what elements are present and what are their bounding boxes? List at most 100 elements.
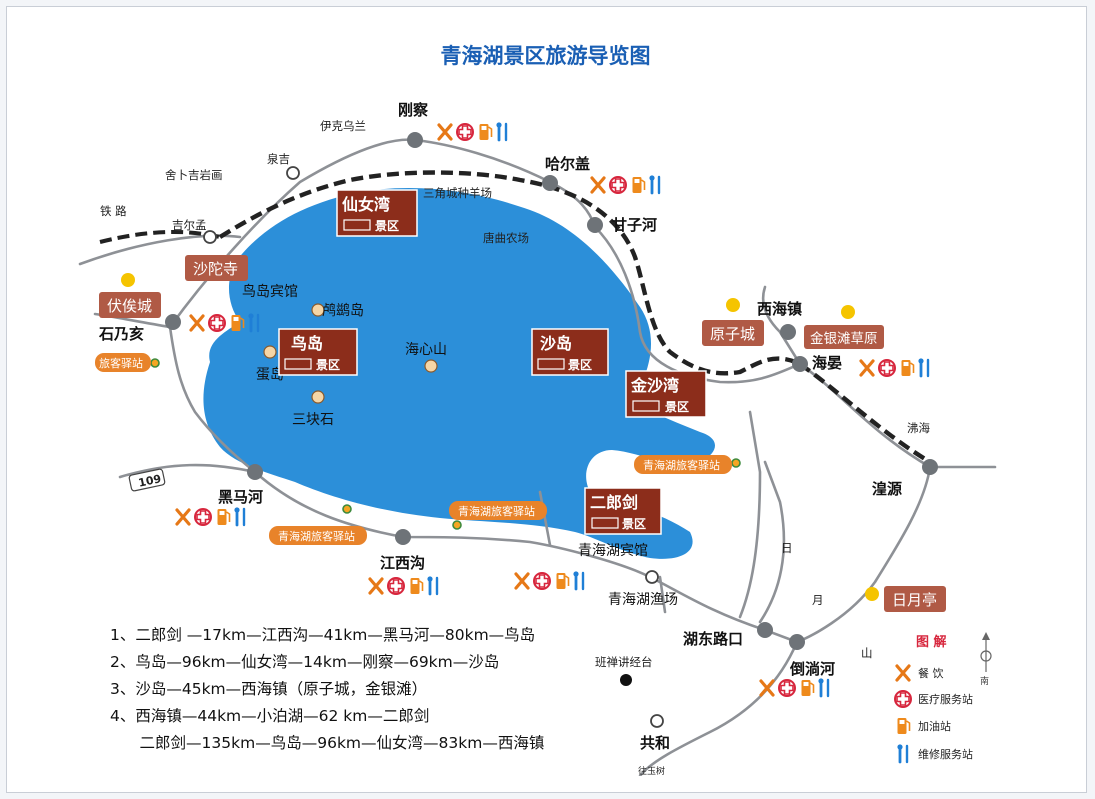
scenic-shadao-sub: 景区 <box>568 358 592 372</box>
station-marker-4 <box>731 458 741 468</box>
attraction-riyueting: 日月亭 <box>884 586 946 612</box>
compass-icon: 南 <box>980 632 992 687</box>
label-shebujiyanhua: 舍卜吉岩画 <box>165 168 223 182</box>
town-node-shinaihai <box>165 314 181 330</box>
town-node-jiangxigou <box>395 529 411 545</box>
scenic-erlangjian-sub: 景区 <box>622 517 646 531</box>
town-node-haergai <box>542 175 558 191</box>
town-node-ganzihe <box>587 217 603 233</box>
sun-marker-riyueting <box>865 587 879 601</box>
station-marker-2 <box>342 504 352 514</box>
station-badge-5: 旅客驿站 <box>95 353 151 372</box>
label-tangqunongchang: 唐曲农场 <box>483 231 529 245</box>
station-badge-3: 青海湖旅客驿站 <box>634 455 732 474</box>
road-109-shield: 109 <box>128 468 166 492</box>
station-badge-2: 青海湖旅客驿站 <box>449 501 547 520</box>
services-gangcha <box>439 122 506 140</box>
label-hudonglukou: 湖东路口 <box>683 630 743 648</box>
services-haihu <box>516 571 583 589</box>
town-node-yuchang <box>645 570 659 584</box>
label-heimahe: 黑马河 <box>218 488 263 506</box>
label-jierxiao: 吉尔孟 <box>172 218 207 232</box>
label-yikewulan: 伊克乌兰 <box>320 119 366 133</box>
label-huangyuan: 湟源 <box>872 480 902 498</box>
legend-title: 图 解 <box>916 634 947 650</box>
station-markers <box>150 358 741 530</box>
label-quanji: 泉吉 <box>267 152 290 166</box>
services-daotanghe <box>761 678 828 696</box>
scenic-shadao: 沙岛 景区 <box>531 328 609 376</box>
scenic-shadao-name: 沙岛 <box>540 334 572 353</box>
services-jiangxigou <box>370 576 437 594</box>
island-dandao <box>263 345 277 359</box>
legend-label-0: 餐 饮 <box>918 666 944 680</box>
town-node-haiyan <box>792 356 808 372</box>
label-ganzihe: 甘子河 <box>612 216 657 234</box>
services-haiyan <box>861 358 928 376</box>
compass-label: 南 <box>980 675 989 687</box>
station-marker-1 <box>150 358 160 368</box>
scenic-jinshawan-name: 金沙湾 <box>630 376 679 395</box>
scenic-niaodao-sub: 景区 <box>316 358 340 372</box>
station-badge-2-label: 青海湖旅客驿站 <box>458 504 535 518</box>
town-node-huangyuan <box>922 459 938 475</box>
sun-marker-yuanzicheng <box>726 298 740 312</box>
sun-marker-jinyintan <box>841 305 855 319</box>
label-gonghe: 共和 <box>640 734 670 752</box>
map-card: 青海湖景区旅游导览图 <box>60 32 1031 776</box>
scenic-jinshawan-sub: 景区 <box>665 400 689 414</box>
station-badge-5-label: 旅客驿站 <box>99 356 143 370</box>
services-haergai <box>592 175 659 193</box>
sun-marker-fuhoucheng <box>121 273 135 287</box>
label-qinghaihuyuchang: 青海湖渔场 <box>608 592 678 608</box>
town-node-gangcha <box>407 132 423 148</box>
label-daotanghe: 倒淌河 <box>789 660 835 678</box>
label-haiyan: 海晏 <box>812 354 842 372</box>
label-sankuaishi: 三块石 <box>292 412 334 428</box>
town-node-hudonglukou <box>757 622 773 638</box>
island-sankuaishi <box>311 390 325 404</box>
town-node-xihaizhen <box>780 324 796 340</box>
attraction-fuhoucheng: 伏俟城 <box>99 292 161 318</box>
attraction-jinyintan-label: 金银滩草原 <box>810 331 878 347</box>
town-node-heimahe <box>247 464 263 480</box>
railway <box>218 170 801 376</box>
attraction-fuhoucheng-label: 伏俟城 <box>107 297 152 315</box>
attraction-yuanzicheng-label: 原子城 <box>710 325 755 343</box>
label-ri: 日 <box>781 541 793 555</box>
map-canvas: 刚察 哈尔盖 甘子河 西海镇 海晏 湟源 黑马河 江西沟 石乃亥 倒淌河 湖东路… <box>78 101 997 776</box>
route-line-2: 2、鸟岛—96km—仙女湾—14km—刚察—69km—沙岛 <box>110 653 500 671</box>
scenic-niaodao: 鸟岛 景区 <box>278 328 358 376</box>
label-feihai: 沸海 <box>907 421 930 435</box>
attraction-yuanzicheng: 原子城 <box>702 320 764 346</box>
station-badge-3-label: 青海湖旅客驿站 <box>643 458 720 472</box>
legend: 图 解 餐 饮 医疗服务站 加油站 维修服务站 <box>894 634 973 764</box>
legend-label-1: 医疗服务站 <box>918 692 973 706</box>
route-list: 1、二郎剑 —17km—江西沟—41km—黑马河—80km—鸟岛 2、鸟岛—96… <box>110 622 670 757</box>
attraction-shatuosi-label: 沙陀寺 <box>193 260 238 278</box>
town-node-gonghe <box>650 714 664 728</box>
legend-fuel-pump-icon <box>896 717 911 735</box>
label-banchan: 班禅讲经台 <box>595 655 653 669</box>
route-line-4: 4、西海镇—44km—小泊湖—62 km—二郎剑 <box>110 707 430 725</box>
station-badge-1-label: 青海湖旅客驿站 <box>278 529 355 543</box>
road-109-label: 109 <box>137 472 162 489</box>
scenic-xiannvwan-sub: 景区 <box>375 219 399 233</box>
scenic-niaodao-name: 鸟岛 <box>291 334 323 353</box>
station-marker-3 <box>452 520 462 530</box>
island-haixinshan <box>424 359 438 373</box>
scenic-erlangjian: 二郎剑 景区 <box>584 487 662 535</box>
label-dandao: 蛋岛 <box>256 367 284 383</box>
scenic-jinshawan: 金沙湾 景区 <box>625 370 707 418</box>
route-line-3: 3、沙岛—45km—西海镇（原子城，金银滩） <box>110 680 428 698</box>
attraction-riyueting-label: 日月亭 <box>892 591 937 609</box>
map-title: 青海湖景区旅游导览图 <box>440 44 651 68</box>
label-haergai: 哈尔盖 <box>545 155 590 173</box>
station-badge-1: 青海湖旅客驿站 <box>269 526 367 545</box>
town-node-banchan <box>620 674 632 686</box>
attraction-shatuosi: 沙陀寺 <box>185 255 248 281</box>
label-ciludao: 鸬鹚岛 <box>322 302 364 319</box>
attraction-jinyintan: 金银滩草原 <box>804 325 884 349</box>
label-jiangxigou: 江西沟 <box>380 554 425 572</box>
qinghai-lake <box>203 188 715 559</box>
